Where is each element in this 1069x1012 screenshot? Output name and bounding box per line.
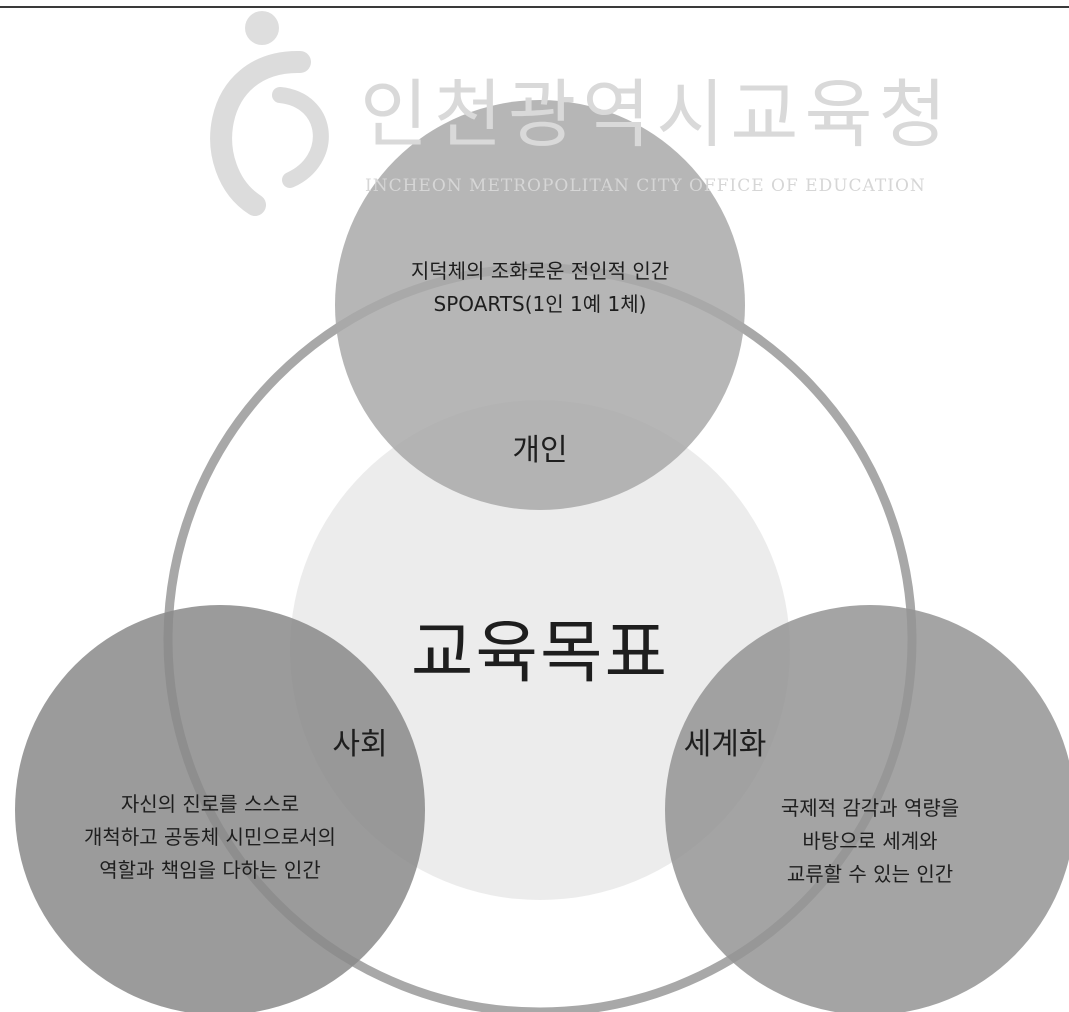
globalization-label: 세계화 — [683, 727, 767, 762]
globalization-line-3: 교류할 수 있는 인간 — [786, 862, 954, 886]
society-description: 자신의 진로를 스스로 개척하고 공동체 시민으로서의 역할과 책임을 다하는 … — [30, 788, 390, 887]
globalization-description: 국제적 감각과 역량을 바탕으로 세계와 교류할 수 있는 인간 — [700, 792, 1040, 891]
individual-line-1: 지덕체의 조화로운 전인적 인간 — [410, 259, 670, 283]
society-circle — [15, 605, 425, 1012]
individual-circle — [335, 100, 745, 510]
society-line-2: 개척하고 공동체 시민으로서의 — [84, 825, 336, 849]
individual-label: 개인 — [512, 433, 568, 468]
globalization-circle — [665, 605, 1069, 1012]
watermark-logo-icon — [210, 11, 329, 216]
globalization-line-1: 국제적 감각과 역량을 — [780, 796, 960, 820]
top-rule — [0, 6, 1069, 8]
watermark-name-ko: 인천광역시교육청 — [360, 72, 953, 158]
watermark-name-en: INCHEON METROPOLITAN CITY OFFICE OF EDUC… — [365, 176, 926, 196]
society-label: 사회 — [332, 727, 388, 762]
goal-title: 교육목표 — [410, 614, 670, 693]
globalization-line-2: 바탕으로 세계와 — [802, 829, 938, 853]
society-line-1: 자신의 진로를 스스로 — [120, 792, 300, 816]
society-line-3: 역할과 책임을 다하는 인간 — [99, 858, 321, 882]
individual-description: 지덕체의 조화로운 전인적 인간 SPOARTS(1인 1예 1체) — [340, 255, 740, 321]
individual-line-2: SPOARTS(1인 1예 1체) — [433, 292, 647, 316]
